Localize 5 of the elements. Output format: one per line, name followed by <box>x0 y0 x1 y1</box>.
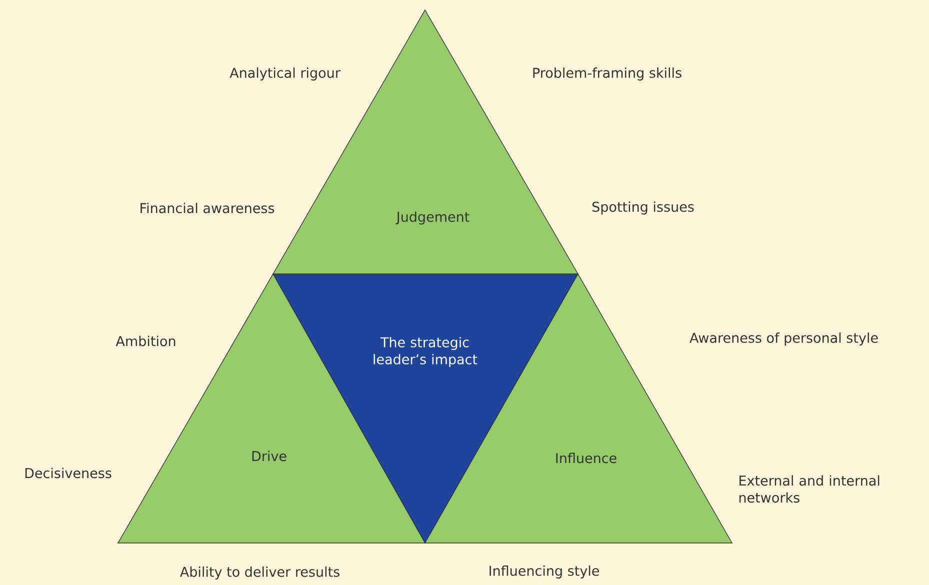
label: Ability to deliver results <box>180 566 340 580</box>
label: Financial awareness <box>140 202 274 214</box>
label: Influencing style <box>490 565 599 579</box>
label: Spotting issues <box>592 201 694 215</box>
label: Ambition <box>116 336 176 346</box>
